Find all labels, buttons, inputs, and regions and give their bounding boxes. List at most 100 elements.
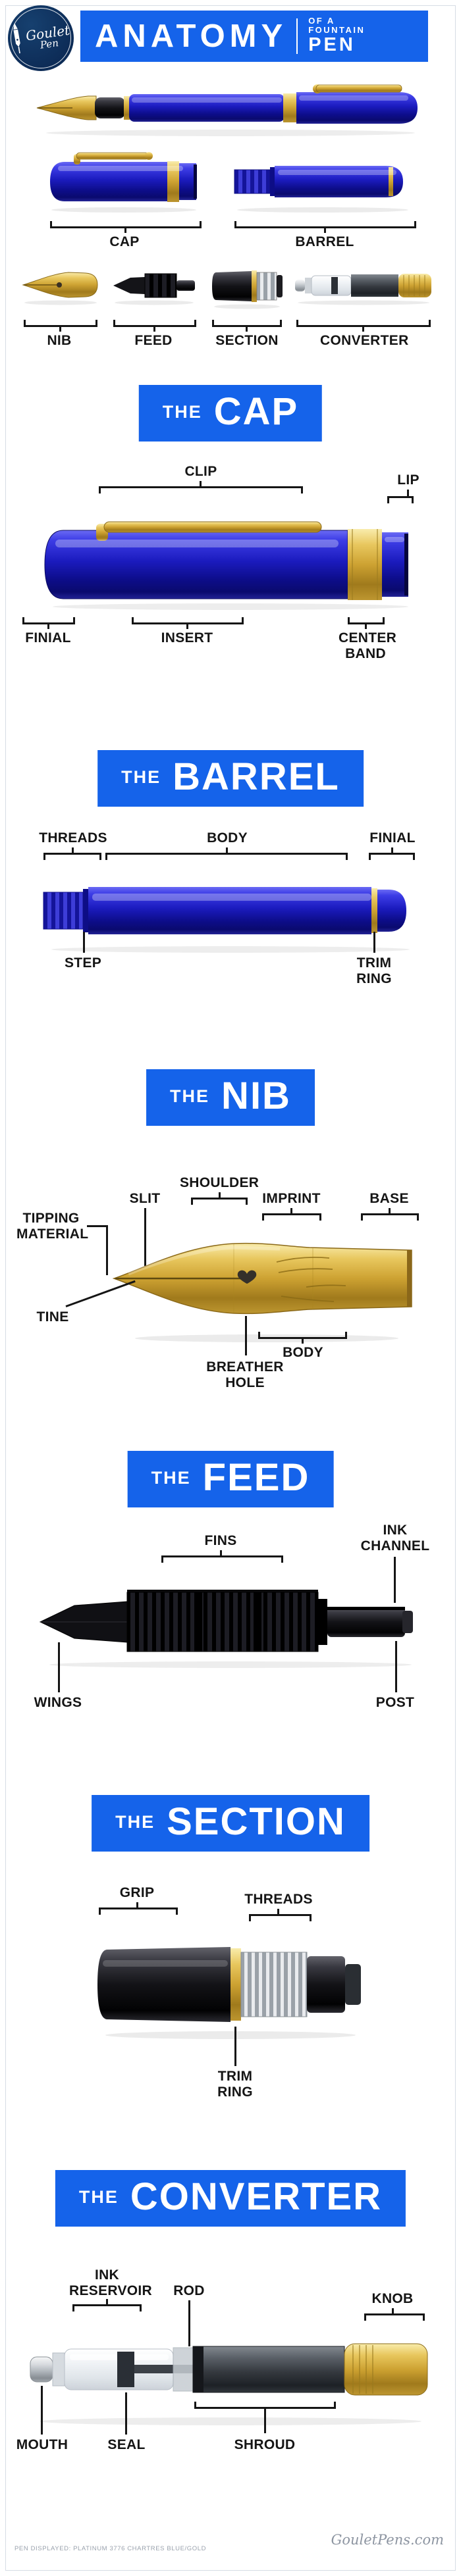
section-banner-nib: THE NIB [146, 1069, 315, 1126]
section-grip-label: GRIP [119, 1885, 155, 1900]
pointer-stem [200, 481, 202, 486]
goulet-logo: Goulet Pen [8, 5, 74, 71]
section-section-title: SECTION [167, 1800, 346, 1843]
pointer-stem [324, 228, 326, 233]
pointer-stem [220, 1550, 222, 1555]
pointer-stem [277, 1909, 279, 1914]
nib-slit-label: SLIT [129, 1191, 161, 1206]
barrel-body-label: BODY [207, 830, 248, 846]
nib-imprint-label: IMPRINT [262, 1191, 321, 1206]
feed-section-title: FEED [202, 1456, 310, 1499]
pointer-stem [41, 2386, 43, 2435]
pointer-bracket [99, 486, 303, 493]
pointer-stem [302, 1338, 304, 1344]
footer-pen-displayed: PEN DISPLAYED: PLATINUM 3776 CHARTRES BL… [14, 2545, 207, 2552]
overview-barrel-label: BARREL [295, 234, 354, 249]
pointer-stem [245, 1316, 247, 1355]
pointer-bracket [212, 320, 282, 327]
pointer-stem [392, 2308, 394, 2313]
pointer-stem [362, 326, 364, 332]
section-large-image [97, 1947, 361, 2039]
full-pen-image [36, 84, 418, 136]
pointer-bracket [296, 320, 431, 327]
pointer-stem [365, 624, 367, 629]
pointer-bracket [364, 2313, 425, 2321]
converter-seal-label: SEAL [107, 2437, 146, 2452]
pointer-bracket [161, 1555, 283, 1563]
cap-lip-label: LIP [397, 472, 420, 488]
pointer-stem [394, 1557, 396, 1603]
feed-large-image [39, 1590, 413, 1668]
nib-tine-label: TINE [36, 1309, 69, 1325]
pointer-stem [234, 2027, 236, 2066]
pointer-bracket [72, 2304, 142, 2311]
pointer-bracket [50, 221, 202, 228]
converter-section-title: CONVERTER [130, 2175, 383, 2218]
pointer-bracket [191, 1198, 248, 1205]
barrel-step-label: STEP [64, 955, 102, 971]
section-banner-barrel: THE BARREL [97, 750, 364, 807]
pointer-stem [72, 847, 74, 853]
overview-nib-label: NIB [47, 333, 72, 348]
cap-clip-label: CLIP [184, 464, 217, 479]
pointer-bracket [99, 1907, 178, 1915]
pointer-stem [58, 1642, 60, 1692]
pointer-stem [144, 1208, 146, 1266]
pointer-stem [83, 932, 85, 953]
banner-the-label: THE [115, 1811, 155, 1832]
pointer-bracket [105, 853, 348, 860]
banner-the-label: THE [170, 1086, 210, 1106]
pointer-bracket [43, 853, 101, 860]
feed-post-label: POST [375, 1695, 415, 1710]
pointer-bracket [22, 617, 75, 624]
pointer-stem [373, 932, 375, 953]
converter-ink-reservoir-label: INK RESERVOIR [69, 2267, 153, 2298]
pointer-stem [124, 228, 126, 233]
pointer-bracket [24, 320, 97, 327]
title-sub-of-a: OF A [308, 16, 335, 26]
overview-section-label: SECTION [215, 333, 279, 348]
cap-center-band-label: CENTER BAND [339, 630, 397, 661]
feed-ink-channel-label: INK CHANNEL [360, 1523, 430, 1553]
overview-feed-label: FEED [134, 333, 173, 348]
pointer-stem [264, 2408, 266, 2433]
section-banner-converter: THE CONVERTER [55, 2170, 406, 2227]
pointer-bracket [113, 320, 196, 327]
pointer-bracket [361, 1213, 419, 1221]
pointer-bracket [249, 1914, 312, 1921]
pointer-stem [290, 1208, 292, 1213]
cap-finial-label: FINIAL [25, 630, 71, 645]
pointer-stem [219, 1192, 221, 1198]
converter-large-image [30, 2343, 428, 2425]
title-divider [296, 18, 298, 54]
barrel-finial-label: FINIAL [369, 830, 416, 846]
converter-piece-image [295, 274, 431, 305]
title-main: ANATOMY [95, 18, 288, 54]
pointer-line [87, 1225, 108, 1275]
barrel-piece-image [234, 166, 408, 213]
section-piece-image [212, 270, 283, 309]
cap-piece-image [50, 152, 197, 213]
banner-the-label: THE [121, 767, 161, 787]
overview-cap-label: CAP [109, 234, 140, 249]
pointer-bracket [194, 2402, 336, 2409]
nib-piece-image [22, 272, 98, 305]
cap-section-title: CAP [213, 390, 299, 433]
feed-fins-label: FINS [204, 1533, 237, 1548]
section-trim-ring-label: TRIM RING [217, 2069, 253, 2100]
pointer-stem [391, 847, 393, 853]
pointer-bracket [132, 617, 244, 624]
banner-the-label: THE [162, 401, 202, 422]
pointer-stem [395, 1641, 397, 1692]
pointer-stem [407, 490, 409, 496]
nib-breather-hole-label: BREATHER HOLE [206, 1359, 284, 1390]
nib-section-title: NIB [221, 1074, 291, 1117]
barrel-threads-label: THREADS [39, 830, 107, 846]
pointer-stem [153, 326, 155, 332]
logo-pen-icon [13, 23, 21, 54]
nib-body-label: BODY [283, 1345, 323, 1360]
footer-site: GouletPens.com [331, 2532, 444, 2548]
nib-shoulder-label: SHOULDER [180, 1175, 259, 1190]
pointer-bracket [258, 1332, 347, 1339]
pointer-stem [125, 2392, 127, 2435]
